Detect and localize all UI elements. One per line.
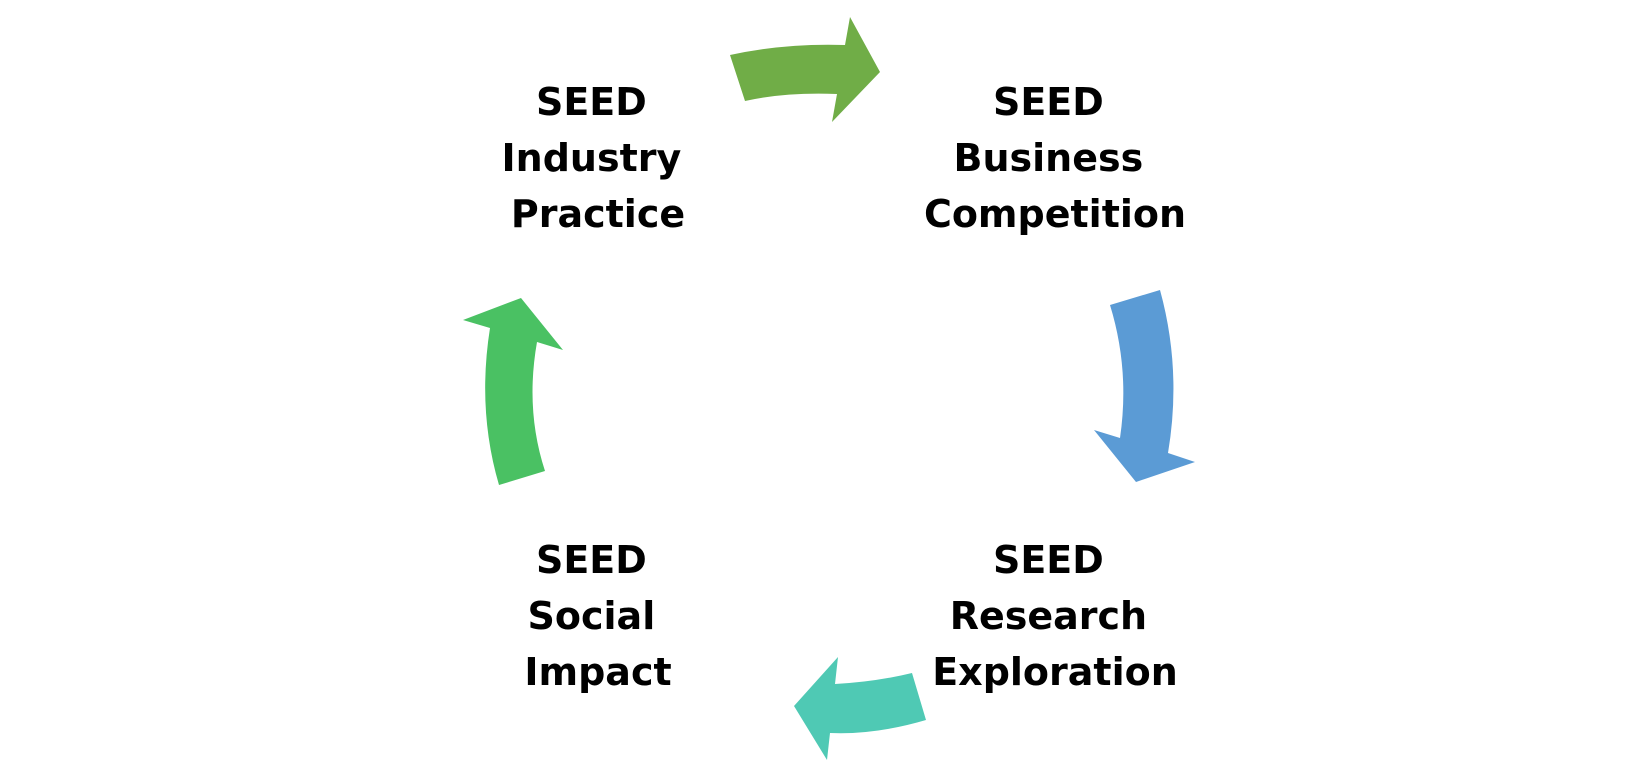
arrow-research-to-social	[794, 657, 926, 760]
node-business-line-1: SEED	[993, 80, 1104, 124]
node-business-line-2: Business	[954, 136, 1144, 180]
arrow-industry-to-business	[730, 17, 880, 122]
node-industry-line-1: SEED	[536, 80, 647, 124]
node-research-line-3: Exploration	[932, 650, 1178, 694]
node-industry-line-3: Practice	[511, 192, 685, 236]
node-business-competition: SEED Business Competition	[924, 80, 1186, 236]
node-social-line-2: Social	[528, 594, 656, 638]
arrow-business-to-research	[1094, 290, 1195, 482]
node-industry-practice: SEED Industry Practice	[502, 80, 695, 236]
node-social-line-1: SEED	[536, 538, 647, 582]
node-industry-line-2: Industry	[502, 136, 682, 180]
arrow-social-to-industry	[463, 298, 563, 485]
node-business-line-3: Competition	[924, 192, 1186, 236]
node-research-line-2: Research	[950, 594, 1147, 638]
node-research-exploration: SEED Research Exploration	[932, 538, 1178, 694]
node-research-line-1: SEED	[993, 538, 1104, 582]
node-social-impact: SEED Social Impact	[524, 538, 671, 694]
node-social-line-3: Impact	[524, 650, 671, 694]
